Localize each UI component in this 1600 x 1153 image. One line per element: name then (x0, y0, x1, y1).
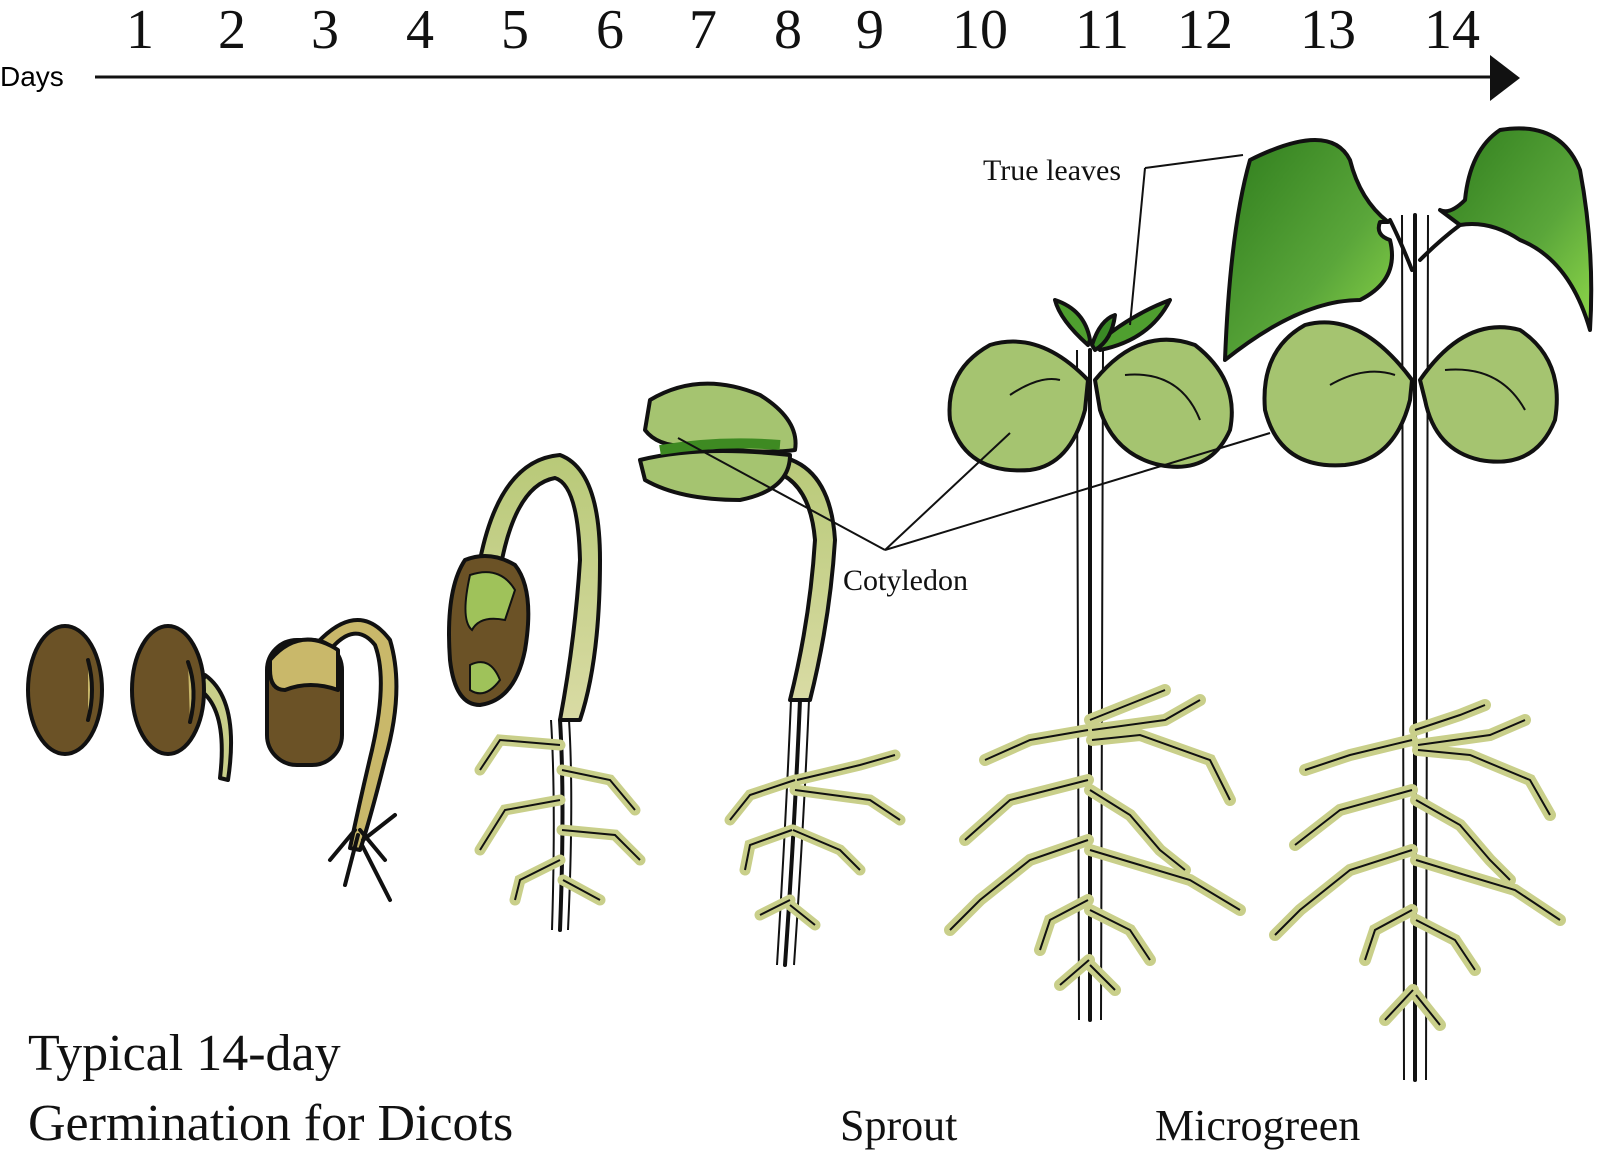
day-6: 6 (596, 0, 624, 61)
day-13: 13 (1300, 0, 1356, 61)
seed-stage-1 (26, 624, 104, 756)
day-10: 10 (952, 0, 1008, 61)
microgreen-label: Microgreen (1155, 1101, 1360, 1150)
day-14: 14 (1424, 0, 1480, 61)
day-2: 2 (218, 0, 246, 61)
sprout-label: Sprout (840, 1101, 957, 1150)
sprout-plant (944, 298, 1246, 1022)
day-12: 12 (1177, 0, 1233, 61)
seedling-stage-7 (638, 381, 906, 967)
true-leaves-leaders (1129, 154, 1244, 326)
seed-stage-3 (265, 618, 399, 902)
day-7: 7 (689, 0, 717, 61)
title-line-2: Germination for Dicots (28, 1095, 513, 1152)
timeline: Days 1 2 3 4 5 6 7 8 9 10 11 12 13 14 (0, 0, 1520, 101)
title-line-1: Typical 14-day (28, 1025, 341, 1082)
seed-stage-2 (130, 624, 234, 782)
day-3: 3 (311, 0, 339, 61)
day-11: 11 (1075, 0, 1129, 61)
true-leaves-label: True leaves (983, 154, 1121, 187)
cotyledon-leaders (677, 432, 1271, 551)
day-numbers: 1 2 3 4 5 6 7 8 9 10 11 12 13 14 (126, 0, 1480, 61)
microgreen-plant (1223, 126, 1594, 1082)
day-4: 4 (406, 0, 434, 61)
day-8: 8 (774, 0, 802, 61)
day-1: 1 (126, 0, 154, 61)
day-9: 9 (856, 0, 884, 61)
cotyledon-label: Cotyledon (843, 564, 968, 597)
days-arrow-head (1490, 55, 1520, 101)
days-axis-label: Days (0, 61, 64, 92)
day-5: 5 (501, 0, 529, 61)
seedling-stage-5 (447, 453, 646, 932)
